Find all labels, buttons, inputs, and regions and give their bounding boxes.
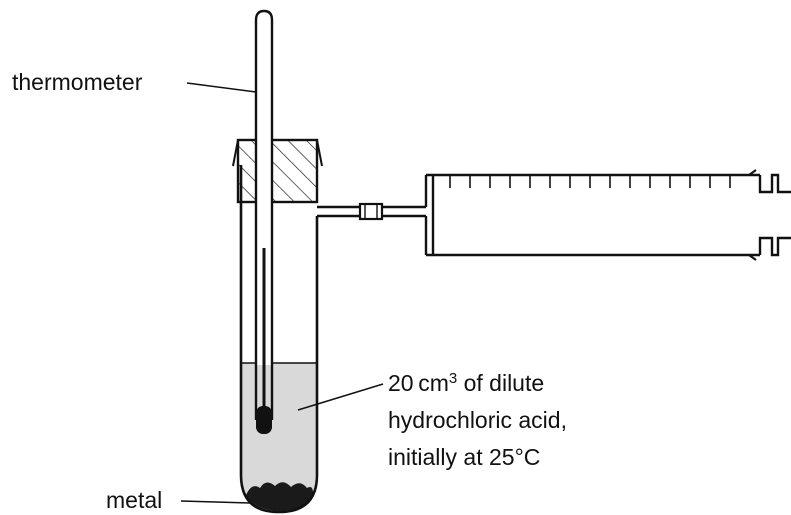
acid-label-line2: hydrochloric acid, bbox=[388, 407, 567, 433]
acid-label-line3: initially at 25°C bbox=[388, 444, 541, 470]
acid-amount: 20 cm bbox=[388, 370, 449, 396]
acid-label-line1: 20 cm3 of dilute bbox=[388, 370, 545, 396]
syringe-scale-ticks bbox=[449, 175, 731, 188]
gas-syringe bbox=[424, 169, 791, 261]
metal-leader-line bbox=[180, 500, 251, 504]
acid-leader-line bbox=[297, 383, 384, 411]
test-tube bbox=[239, 165, 319, 514]
cubic-superscript: 3 bbox=[448, 370, 458, 387]
rubber-bung bbox=[232, 138, 323, 204]
thermometer-drawing bbox=[254, 9, 274, 434]
side-arm-tube bbox=[317, 202, 426, 221]
thermometer-leader-line bbox=[186, 82, 257, 93]
metal-label: metal bbox=[106, 487, 163, 513]
thermometer-label: thermometer bbox=[12, 69, 143, 95]
metal-pieces bbox=[246, 482, 314, 511]
acid-line1-rest: of dilute bbox=[457, 370, 545, 396]
